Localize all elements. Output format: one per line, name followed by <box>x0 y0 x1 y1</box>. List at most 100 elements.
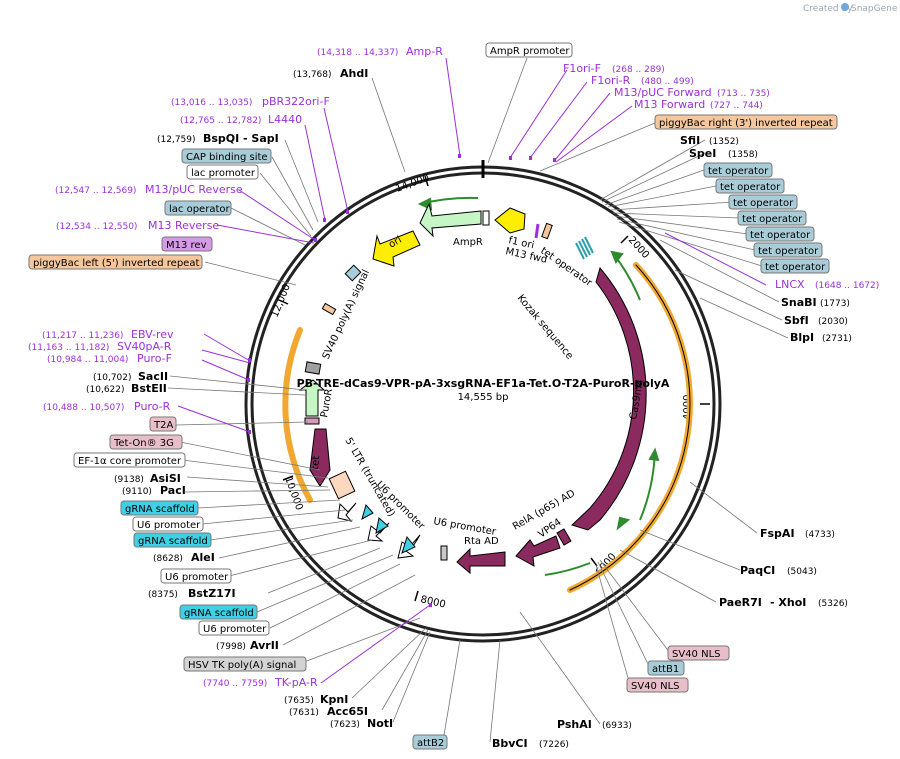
site-avrii[interactable]: (7998)AvrII <box>216 639 279 652</box>
svg-text:(9138): (9138) <box>114 475 144 485</box>
primer-l4440[interactable]: (12,765 .. 12,782)L4440 <box>180 113 302 126</box>
primer-sv40pa-r[interactable]: (11,163 .. 11,182)SV40pA-R <box>28 340 172 353</box>
sv40-polya-feature <box>304 361 322 375</box>
primer-m13-puc-forward[interactable]: M13/pUC Forward(713 .. 735) <box>614 86 770 99</box>
box-ef1a-core-promoter[interactable]: EF-1α core promoter <box>73 452 186 468</box>
site-alei[interactable]: (8628)AleI <box>153 551 215 564</box>
box-grna-scaffold-1[interactable]: gRNA scaffold <box>120 500 199 516</box>
primer-f1ori-r[interactable]: F1ori-R(480 .. 499) <box>591 74 694 87</box>
box-grna-scaffold-2[interactable]: gRNA scaffold <box>133 532 212 548</box>
site-sacii[interactable]: (10,702)SacII <box>93 370 168 383</box>
site-bsteii[interactable]: (10,622)BstEII <box>86 382 167 395</box>
box-tet-operator-5[interactable]: tet operator <box>745 226 815 242</box>
primer-ebv-rev[interactable]: (11,217 .. 11,236)EBV-rev <box>42 328 174 341</box>
site-sbfi[interactable]: SbfI(2030) <box>784 314 848 327</box>
box-tet-operator-6[interactable]: tet operator <box>753 242 823 258</box>
site-asisi[interactable]: (9138)AsiSI <box>114 472 181 485</box>
tet-operator-cluster <box>575 236 594 260</box>
box-ampr-promoter[interactable]: AmpR promoter <box>485 42 573 58</box>
box-sv40-nls-1[interactable]: SV40 NLS <box>667 645 730 661</box>
site-noti[interactable]: (7623)NotI <box>330 717 393 730</box>
svg-text:SnaBI: SnaBI <box>781 296 817 309</box>
site-bstz17i[interactable]: (8375)BstZ17I <box>148 587 236 600</box>
svg-text:Puro-R: Puro-R <box>134 400 171 413</box>
site-blpi[interactable]: BlpI(2731) <box>790 331 852 344</box>
site-pshai[interactable]: PshAI(6933) <box>557 718 632 731</box>
primer-puro-r[interactable]: (10,488 .. 10,507) Puro-R <box>43 400 171 413</box>
site-snabi[interactable]: SnaBI(1773) <box>781 296 850 309</box>
svg-text:M13/pUC Forward: M13/pUC Forward <box>614 86 712 99</box>
u6-promoter-3-feature <box>337 502 357 522</box>
svg-text:tet operator: tet operator <box>742 214 803 225</box>
svg-text:- SapI: - SapI <box>243 132 279 145</box>
box-hsv-tk-polya[interactable]: HSV TK poly(A) signal <box>183 656 307 672</box>
svg-text:TK-pA-R: TK-pA-R <box>274 676 318 689</box>
primer-pbr322ori-f[interactable]: (13,016 .. 13,035)pBR322ori-F <box>171 95 330 108</box>
box-attb1[interactable]: attB1 <box>647 660 685 676</box>
box-t2a[interactable]: T2A <box>149 416 177 432</box>
primer-m13-forward[interactable]: M13 Forward(727 .. 744) <box>634 98 763 111</box>
box-u6-promoter-3[interactable]: U6 promoter <box>198 620 270 636</box>
primer-leader-lines <box>177 57 767 684</box>
box-tet-on-3g[interactable]: Tet-On® 3G <box>109 434 183 450</box>
primer-m13-puc-reverse[interactable]: (12,547 .. 12,569)M13/pUC Reverse <box>55 183 243 196</box>
box-lac-operator[interactable]: lac operator <box>164 200 232 216</box>
primer-m13-reverse[interactable]: (12,534 .. 12,550)M13 Reverse <box>56 219 219 232</box>
svg-text:gRNA scaffold: gRNA scaffold <box>125 504 195 515</box>
site-paer7i[interactable]: PaeR7I- XhoI(5326) <box>719 596 848 609</box>
site-paci[interactable]: (9110)PacI <box>122 484 186 497</box>
svg-text:attB1: attB1 <box>652 664 679 675</box>
label-puror: PuroR <box>319 388 335 419</box>
green-arrow-right-mid <box>639 449 656 521</box>
primer-tk-pa-r[interactable]: (7740 .. 7759)TK-pA-R <box>203 676 318 689</box>
box-grna-scaffold-3[interactable]: gRNA scaffold <box>179 604 258 620</box>
svg-text:SV40pA-R: SV40pA-R <box>117 340 172 353</box>
svg-text:(13,768): (13,768) <box>293 70 332 80</box>
box-tet-operator-7[interactable]: tet operator <box>760 258 830 274</box>
primer-amp-r[interactable]: (14,318 .. 14,337)Amp-R <box>317 45 443 58</box>
box-u6-promoter-1[interactable]: U6 promoter <box>132 516 204 532</box>
site-kpni[interactable]: (7635)KpnI <box>284 693 348 706</box>
site-fspai[interactable]: FspAI(4733) <box>760 527 835 540</box>
box-tet-operator-2[interactable]: tet operator <box>715 178 785 194</box>
box-u6-promoter-2[interactable]: U6 promoter <box>160 568 232 584</box>
svg-text:Tet-On® 3G: Tet-On® 3G <box>113 438 174 449</box>
label-ampr: AmpR <box>453 237 483 248</box>
box-tet-operator-3[interactable]: tet operator <box>728 194 798 210</box>
box-attb2[interactable]: attB2 <box>412 734 448 750</box>
box-m13-rev[interactable]: M13 rev <box>161 236 213 252</box>
green-arrowhead-bottom-right <box>616 516 631 531</box>
svg-text:SpeI: SpeI <box>689 147 716 160</box>
box-piggybac-right[interactable]: piggyBac right (3') inverted repeat <box>654 114 838 130</box>
box-cap-binding-site[interactable]: CAP binding site <box>181 148 272 164</box>
box-tet-operator-4[interactable]: tet operator <box>737 210 807 226</box>
site-ahdi[interactable]: (13,768)AhdI <box>293 67 368 80</box>
site-acc65i[interactable]: (7631)Acc65I <box>289 705 368 718</box>
watermark-created-by: Created by <box>803 4 853 14</box>
site-paqci[interactable]: PaqCI(5043) <box>740 564 817 577</box>
svg-text:(7635): (7635) <box>284 696 314 706</box>
primer-puro-f[interactable]: (10,984 .. 11,004)Puro-F <box>47 352 172 365</box>
site-bbvci[interactable]: BbvCI(7226) <box>492 737 569 750</box>
label-tet-operator: tet operator <box>538 245 594 289</box>
site-bspqi[interactable]: (12,759)BspQI- SapI <box>157 132 279 145</box>
site-sfii[interactable]: SfiI(1352) <box>680 134 739 147</box>
svg-text:PaqCI: PaqCI <box>740 564 775 577</box>
box-sv40-nls-2[interactable]: SV40 NLS <box>626 677 689 693</box>
svg-text:(2731): (2731) <box>822 334 852 344</box>
box-lac-promoter[interactable]: lac promoter <box>186 164 259 180</box>
rela-p65-ad-feature <box>515 535 561 567</box>
box-piggybac-left[interactable]: piggyBac left (5') inverted repeat <box>28 254 203 270</box>
svg-text:F1ori-R: F1ori-R <box>591 74 631 87</box>
box-tet-operator-1[interactable]: tet operator <box>703 162 773 178</box>
site-spei[interactable]: SpeI(1358) <box>689 147 758 160</box>
svg-text:AmpR promoter: AmpR promoter <box>490 46 570 57</box>
svg-text:(5326): (5326) <box>818 599 848 609</box>
watermark-brand: SnapGene <box>851 4 898 14</box>
primer-lncx[interactable]: LNCX(1648 .. 1672) <box>775 278 879 291</box>
label-tet: tet <box>310 455 322 470</box>
primer-f1ori-f[interactable]: F1ori-F(268 .. 289) <box>563 62 665 75</box>
svg-text:(10,488 .. 10,507): (10,488 .. 10,507) <box>43 403 124 413</box>
svg-text:M13 Forward: M13 Forward <box>634 98 705 111</box>
